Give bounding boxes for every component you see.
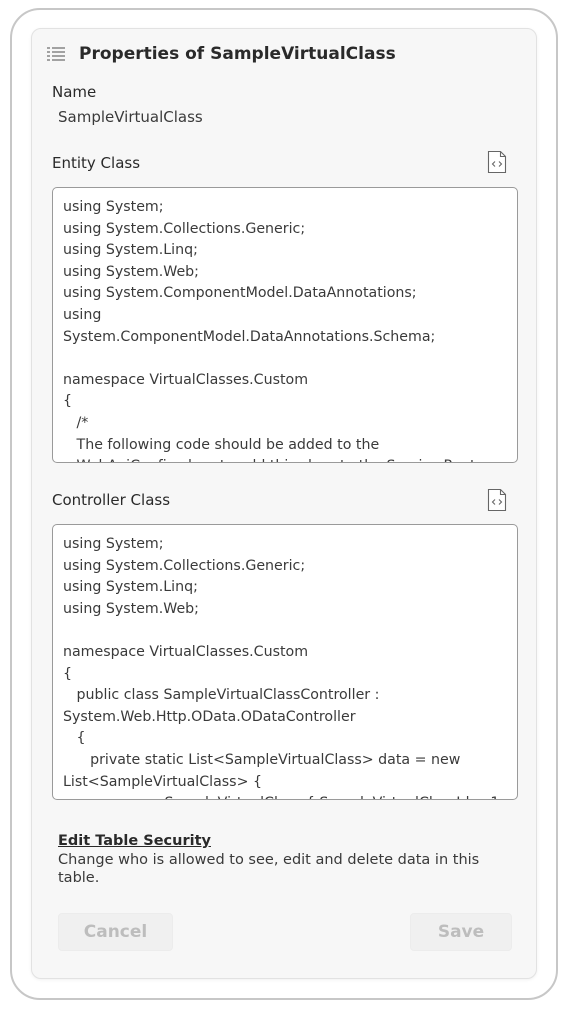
- entity-class-code-icon[interactable]: [486, 150, 508, 174]
- page-title: Properties of SampleVirtualClass: [79, 44, 396, 64]
- controller-class-code-icon[interactable]: [486, 488, 508, 512]
- controller-class-code-editor[interactable]: using System; using System.Collections.G…: [52, 524, 518, 800]
- cancel-button[interactable]: Cancel: [58, 913, 173, 951]
- properties-panel: Properties of SampleVirtualClass Name Sa…: [31, 28, 537, 979]
- name-value: SampleVirtualClass: [58, 108, 203, 126]
- panel-header: Properties of SampleVirtualClass: [46, 44, 396, 64]
- edit-table-security-link[interactable]: Edit Table Security: [58, 833, 211, 849]
- name-label: Name: [52, 83, 97, 101]
- list-icon: [47, 47, 65, 61]
- controller-class-label: Controller Class: [52, 491, 171, 509]
- security-description: Change who is allowed to see, edit and d…: [58, 852, 480, 886]
- entity-class-code-editor[interactable]: using System; using System.Collections.G…: [52, 187, 518, 463]
- save-button[interactable]: Save: [410, 913, 512, 951]
- entity-class-label: Entity Class: [52, 154, 141, 172]
